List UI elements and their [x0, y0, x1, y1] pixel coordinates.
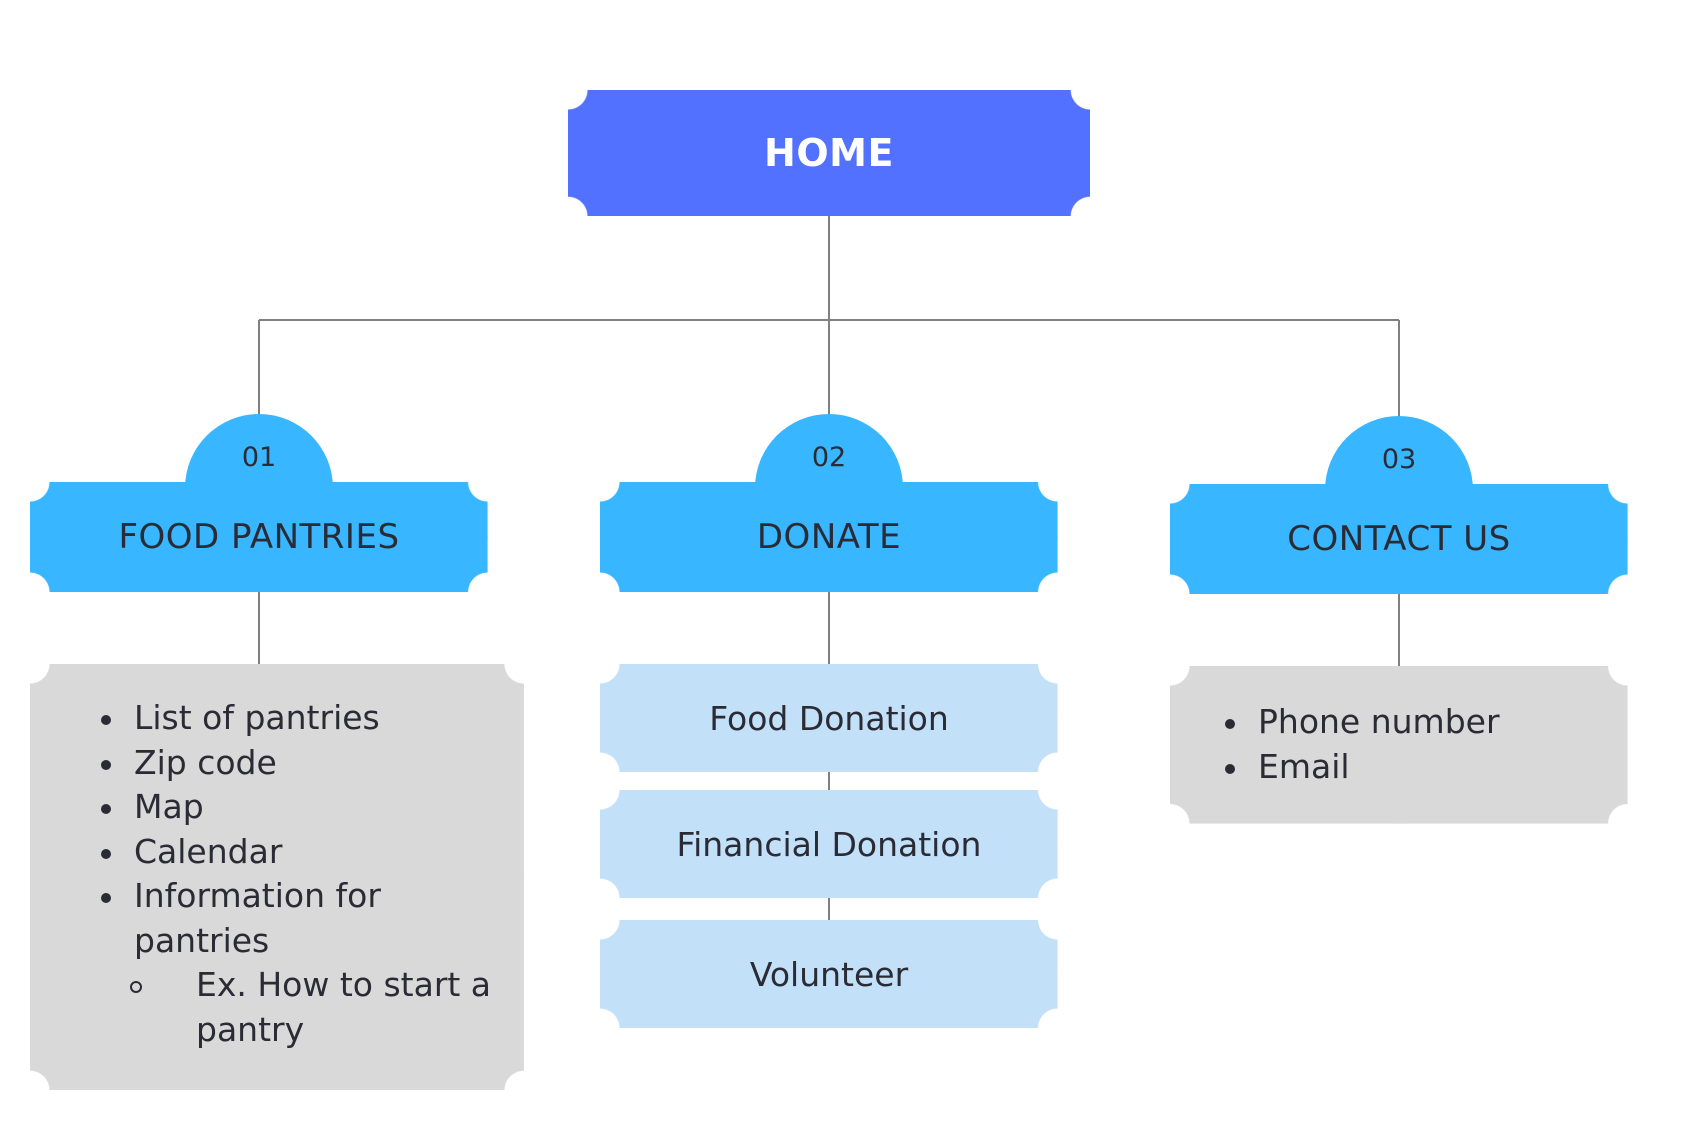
list-item: List of pantries: [98, 696, 524, 741]
category-label-contact-us: CONTACT US: [1287, 519, 1511, 559]
category-label-food-pantries: FOOD PANTRIES: [118, 517, 400, 557]
number-label-01: 01: [241, 442, 277, 473]
category-node-food-pantries: FOOD PANTRIES: [30, 482, 488, 592]
category-node-donate: DONATE: [600, 482, 1058, 592]
list-item: Zip code: [98, 741, 524, 786]
list-item: Email: [1222, 745, 1628, 790]
list-item-text: Information for pantries: [134, 876, 381, 960]
list-item: Calendar: [98, 830, 524, 875]
donate-item-volunteer: Volunteer: [600, 920, 1058, 1028]
donate-item-label: Food Donation: [709, 698, 949, 738]
number-label-03: 03: [1381, 444, 1417, 475]
list-item: Map: [98, 785, 524, 830]
category-node-contact-us: CONTACT US: [1170, 484, 1628, 594]
number-label-02: 02: [811, 442, 847, 473]
home-label: HOME: [764, 131, 894, 175]
donate-item-food-donation: Food Donation: [600, 664, 1058, 772]
contact-list-box: Phone number Email: [1170, 666, 1628, 824]
donate-item-label: Financial Donation: [676, 824, 982, 864]
donate-item-label: Volunteer: [749, 954, 909, 994]
food-pantries-list: List of pantries Zip code Map Calendar I…: [98, 696, 524, 1052]
category-label-donate: DONATE: [756, 517, 902, 557]
food-pantries-sub-list: Ex. How to start a pantry: [98, 963, 518, 1052]
donate-item-financial-donation: Financial Donation: [600, 790, 1058, 898]
home-node: HOME: [568, 90, 1090, 216]
sub-list-item: Ex. How to start a pantry: [98, 963, 518, 1052]
contact-list: Phone number Email: [1222, 700, 1628, 789]
food-pantries-list-box: List of pantries Zip code Map Calendar I…: [30, 664, 524, 1090]
list-item: Phone number: [1222, 700, 1628, 745]
list-item: Information for pantries Ex. How to star…: [98, 874, 491, 1052]
